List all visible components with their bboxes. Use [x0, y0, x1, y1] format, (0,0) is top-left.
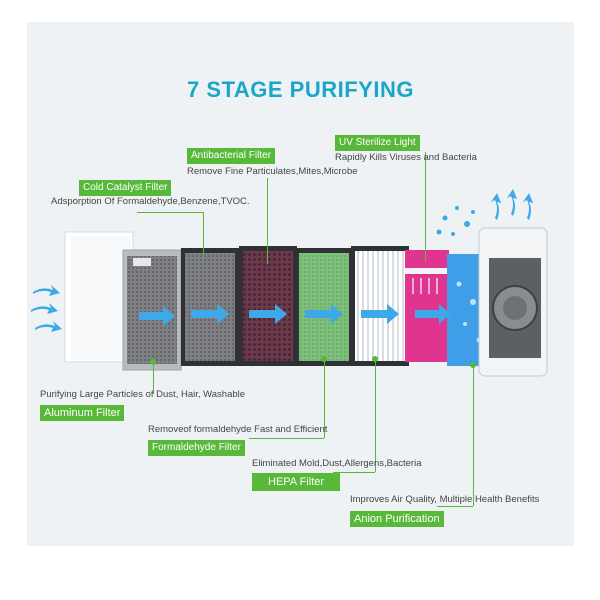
- tag-aluminum-filter: Aluminum Filter: [40, 405, 125, 421]
- desc-uv-sterilize-light: Rapidly Kills Viruses and Bacteria: [335, 152, 477, 163]
- uv-light-panel: [405, 250, 449, 362]
- tag-formaldehyde-filter: Formaldehyde Filter: [148, 440, 245, 456]
- desc-formaldehyde-filter: Removeof formaldehyde Fast and Efficient: [148, 424, 328, 435]
- filter-stack-illustration: [31, 189, 548, 377]
- tag-hepa-filter: HEPA Filter: [252, 473, 341, 491]
- desc-aluminum-filter: Purifying Large Particles of Dust, Hair,…: [40, 389, 246, 400]
- cold-catalyst-filter-panel: [181, 248, 239, 366]
- hepa-filter-panel: [351, 246, 409, 366]
- desc-hepa-filter: Eliminated Mold,Dust,Allergens,Bacteria: [252, 458, 422, 469]
- tag-cold-catalyst-filter: Cold Catalyst Filter: [79, 180, 172, 196]
- desc-anion-purification: Improves Air Quality, Multiple Health Be…: [350, 494, 540, 505]
- air-purifier-unit: [478, 227, 548, 377]
- airflow-arrows: [139, 304, 451, 326]
- air-out-arrows: [491, 189, 533, 220]
- air-in-arrows: [31, 285, 62, 332]
- aluminum-filter-panel: [122, 249, 182, 371]
- product-infographic-panel: 7 STAGE PURIFYING: [27, 22, 574, 546]
- desc-antibacterial-filter: Remove Fine Particulates,Mites,Microbe: [187, 166, 358, 177]
- formaldehyde-filter-panel: [295, 248, 353, 366]
- antibacterial-filter-panel: [239, 246, 297, 366]
- tag-uv-sterilize-light: UV Sterilize Light: [335, 135, 420, 151]
- page-title: 7 STAGE PURIFYING: [187, 77, 414, 102]
- desc-cold-catalyst-filter: Adsporption Of Formaldehyde,Benzene,TVOC…: [51, 196, 250, 207]
- negative-ion-particles: [436, 206, 475, 236]
- tag-anion-purification: Anion Purification: [350, 511, 444, 527]
- tag-antibacterial-filter: Antibacterial Filter: [187, 148, 276, 164]
